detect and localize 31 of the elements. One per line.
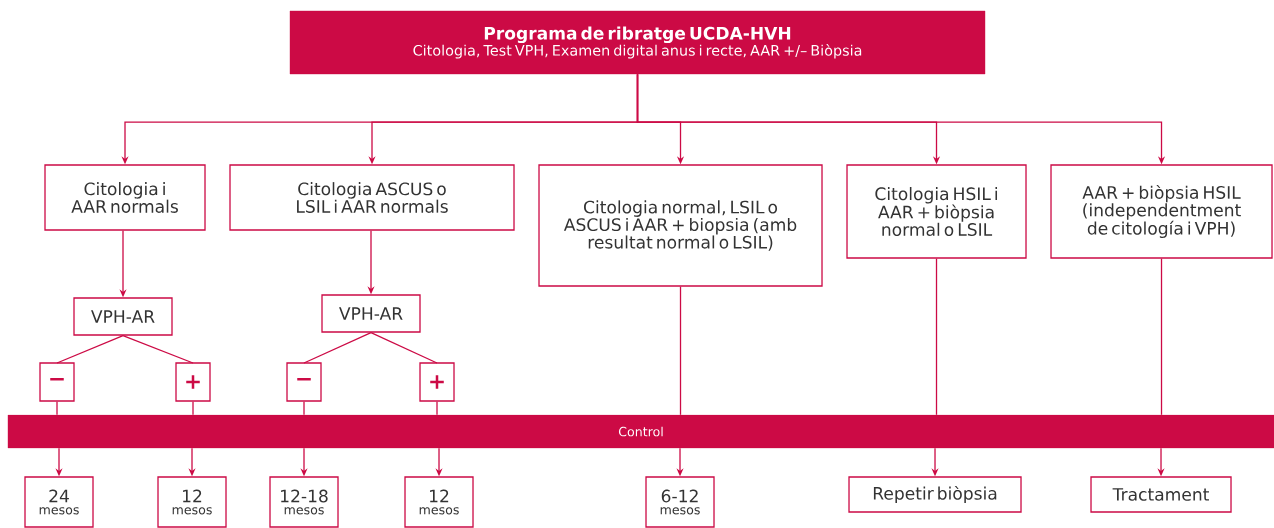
- interval-box: 12 mesos: [157, 476, 227, 528]
- connector: [935, 258, 938, 416]
- process-box: Citologia HSIL i AAR + biòpsia normal o LSIL: [846, 164, 1027, 259]
- connector: [192, 401, 194, 416]
- process-box: Repetir biòpsia: [848, 476, 1022, 513]
- process-box: Citologia normal, LSIL o ASCUS i AAR + biopsia (amb resultat normal o LSIL): [538, 164, 823, 287]
- title-banner: Programa de ribratge UCDA-HVH Citologia, Test VPH, Examen digital anus i recte, AAR +/– Biòpsia: [289, 10, 986, 75]
- connector: [679, 286, 682, 416]
- connector: [436, 401, 438, 416]
- connector: [56, 401, 58, 416]
- process-box: VPH-AR: [321, 294, 421, 333]
- connector: [303, 401, 305, 416]
- process-box: Citologia ASCUS o LSIL i AAR normals: [229, 164, 515, 231]
- interval-box: 12-18 mesos: [269, 476, 339, 528]
- result-box: −: [39, 362, 75, 402]
- process-box: Tractament: [1090, 476, 1232, 513]
- connector: [56, 335, 124, 364]
- interval-box: 6-12 mesos: [645, 476, 715, 528]
- result-box: −: [286, 362, 322, 402]
- result-box: +: [175, 362, 211, 402]
- control-band: Control: [7, 414, 1274, 449]
- connector: [303, 332, 372, 364]
- connector: [122, 335, 194, 364]
- process-box: VPH-AR: [73, 297, 173, 336]
- connector: [1160, 258, 1163, 416]
- process-box: AAR + biòpsia HSIL (independentment de citología i VPH): [1050, 164, 1273, 259]
- interval-box: 24 mesos: [24, 476, 94, 528]
- process-box: Citologia i AAR normals: [44, 164, 206, 231]
- interval-box: 12 mesos: [404, 476, 474, 528]
- result-box: +: [419, 362, 455, 402]
- connector: [370, 332, 438, 364]
